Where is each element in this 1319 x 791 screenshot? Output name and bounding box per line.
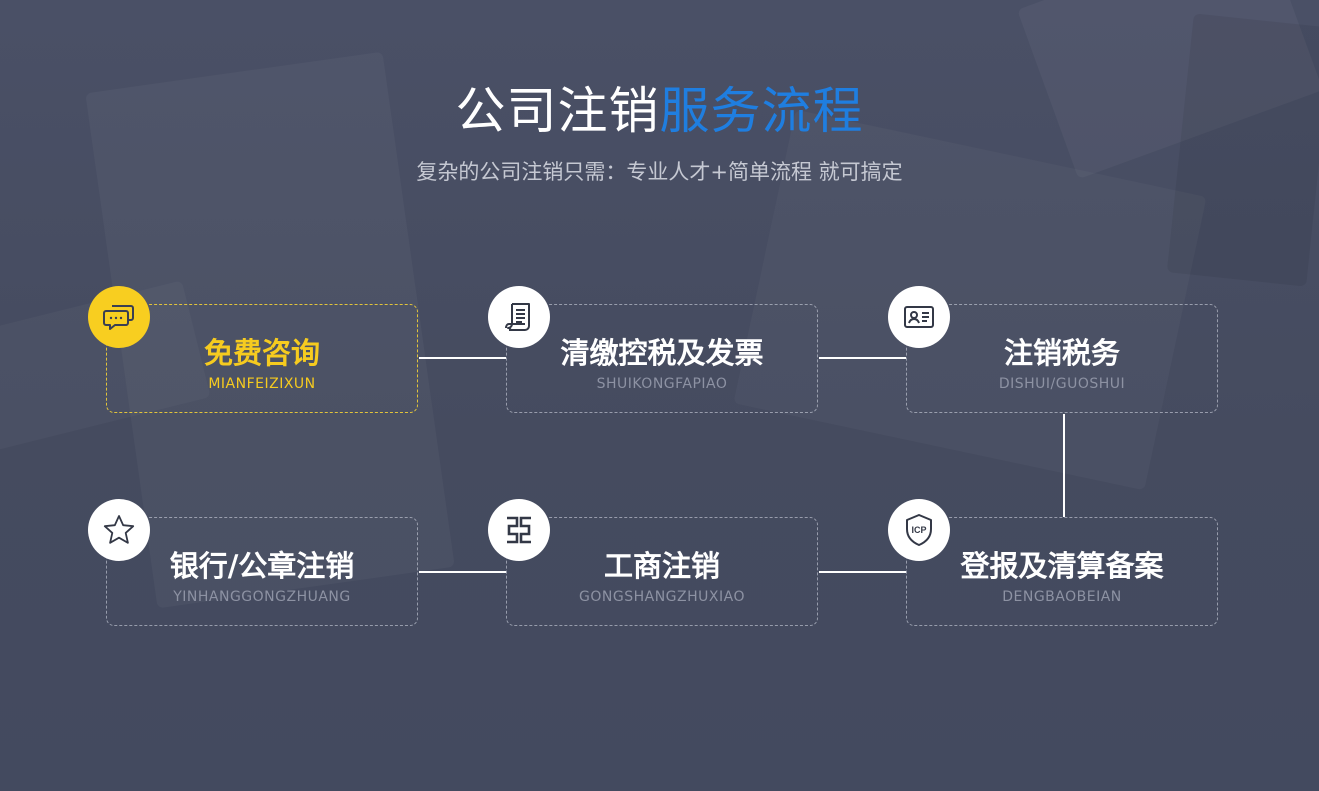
page-title: 公司注销服务流程 [0, 78, 1319, 144]
id-card-icon [888, 286, 950, 348]
icp-shield-icon: ICP [888, 499, 950, 561]
connector-1-2 [419, 357, 506, 359]
step-title: 免费咨询 [203, 336, 320, 370]
star-icon [88, 499, 150, 561]
step-subtitle: SHUIKONGFAPIAO [596, 376, 728, 392]
connector-3-4 [1063, 414, 1065, 517]
step-title: 工商注销 [603, 549, 720, 583]
step-subtitle: MIANFEIZIXUN [208, 376, 316, 392]
step-subtitle: DISHUI/GUOSHUI [998, 376, 1126, 392]
connector-5-6 [419, 571, 506, 573]
step-title: 清缴控税及发票 [560, 336, 764, 370]
step-tax-invoice-clearance[interactable]: 清缴控税及发票 SHUIKONGFAPIAO [506, 304, 818, 413]
seal-icon [488, 499, 550, 561]
step-subtitle: GONGSHANGZHUXIAO [579, 589, 745, 605]
step-subtitle: DENGBAOBEIAN [1002, 589, 1122, 605]
svg-text:ICP: ICP [911, 525, 926, 535]
page-subtitle: 复杂的公司注销只需：专业人才+简单流程 就可搞定 [416, 160, 903, 184]
step-title: 银行/公章注销 [169, 549, 355, 583]
step-title: 登报及清算备案 [960, 549, 1164, 583]
connector-4-5 [819, 571, 906, 573]
step-tax-cancellation[interactable]: 注销税务 DISHUI/GUOSHUI [906, 304, 1218, 413]
title-accent: 服务流程 [659, 82, 864, 140]
step-newspaper-liquidation-filing[interactable]: 登报及清算备案 DENGBAOBEIAN [906, 517, 1218, 626]
step-title: 注销税务 [1003, 336, 1120, 370]
step-business-cancellation[interactable]: 工商注销 GONGSHANGZHUXIAO [506, 517, 818, 626]
step-free-consultation[interactable]: 免费咨询 MIANFEIZIXUN [106, 304, 418, 413]
step-bank-seal-cancellation[interactable]: 银行/公章注销 YINHANGGONGZHUANG [106, 517, 418, 626]
title-white: 公司注销 [455, 82, 660, 140]
document-icon [488, 286, 550, 348]
connector-2-3 [819, 357, 906, 359]
chat-icon [88, 286, 150, 348]
step-subtitle: YINHANGGONGZHUANG [173, 589, 351, 605]
